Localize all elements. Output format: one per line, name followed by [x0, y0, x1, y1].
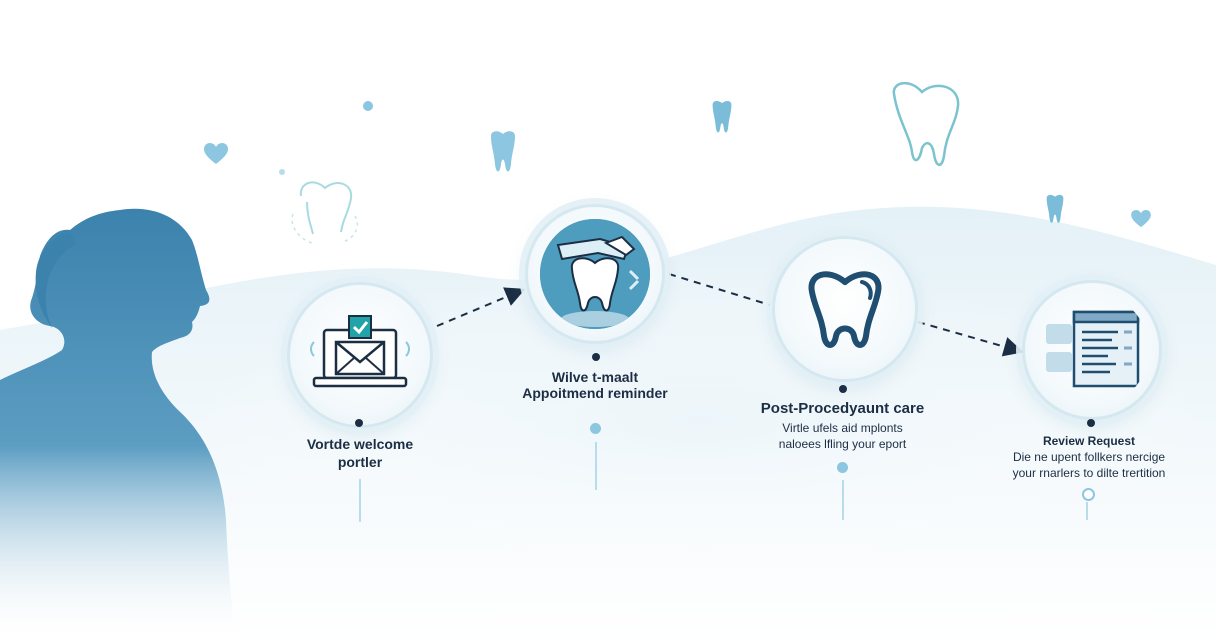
step-stem — [359, 479, 361, 522]
step-label: Vortde welcome portler — [306, 436, 414, 470]
decorative-tooth-icon — [491, 131, 515, 172]
step-node — [772, 236, 918, 382]
step-description: Virtle ufels aid mplonts naloees lfling … — [778, 421, 907, 451]
decorative-tooth-icon — [712, 100, 732, 133]
step-pin — [1082, 488, 1095, 501]
step-post-procedure-care[interactable]: Post-Procedyaunt care Virtle ufels aid m… — [761, 236, 970, 526]
step-dot — [592, 353, 600, 361]
decorative-tooth-sketch-icon — [291, 181, 359, 245]
step-node — [1022, 280, 1162, 420]
step-label: Post-Procedyaunt care — [760, 400, 925, 417]
connector-line — [668, 273, 771, 306]
connector-arrow — [436, 287, 526, 327]
decorative-tooth-outline-icon — [892, 82, 960, 166]
decorative-heart-icon — [204, 143, 228, 164]
step-welcome[interactable]: Vortde welcome portler — [287, 282, 433, 522]
decorative-tooth-icon — [1046, 194, 1064, 223]
connector-arrow — [917, 321, 1024, 357]
step-stem — [842, 480, 844, 520]
laptop-envelope-check-icon — [300, 295, 420, 415]
tooth-dental-tools-icon — [540, 219, 650, 329]
step-pin — [837, 462, 848, 473]
step-dot — [355, 419, 363, 427]
step-node — [287, 282, 433, 428]
step-stem — [595, 442, 597, 490]
step-review-request[interactable]: Review Request Die ne upent follkers ner… — [1013, 280, 1202, 524]
step-node — [525, 204, 665, 344]
tooth-outline-icon — [785, 249, 905, 369]
step-pin — [590, 423, 601, 434]
step-description: Die ne upent follkers nercige your rnarl… — [1012, 450, 1166, 480]
review-document-icon — [1035, 293, 1149, 407]
step-appointment-reminder[interactable]: Wilve t-maalt Appoitmend reminder — [522, 204, 671, 494]
decorative-heart-icon — [1131, 210, 1151, 228]
step-label: Wilve t-maalt Appoitmend reminder — [522, 369, 668, 401]
woman-silhouette — [0, 208, 236, 640]
step-dot — [1087, 419, 1095, 427]
step-dot — [839, 385, 847, 393]
step-label: Review Request — [1042, 434, 1136, 448]
step-stem — [1086, 502, 1088, 520]
